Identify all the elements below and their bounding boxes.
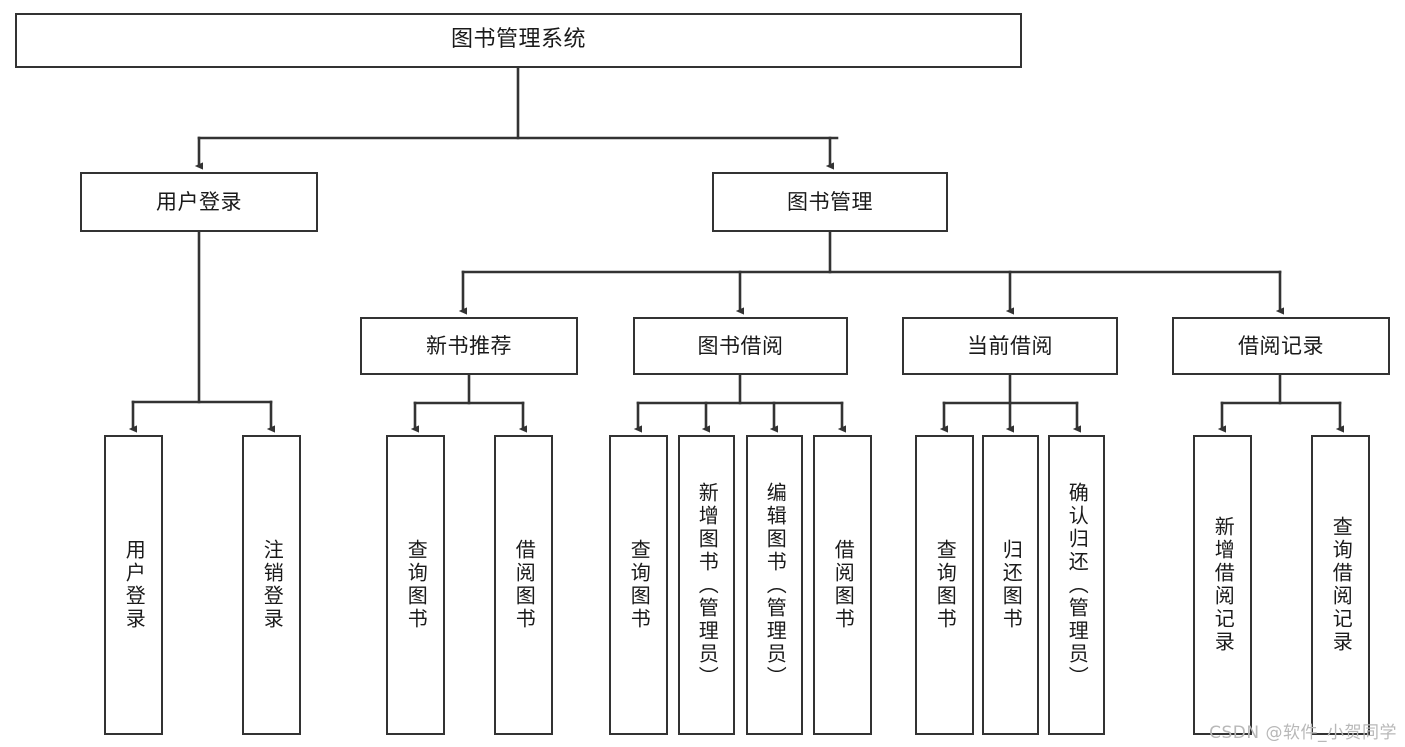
node-label: 新增图书（管理员） xyxy=(695,481,720,689)
node-label: 新增借阅记录 xyxy=(1211,516,1236,654)
node-user-login[interactable]: 用户登录 xyxy=(80,172,318,232)
node-label: 用户登录 xyxy=(122,539,147,631)
node-label: 注销登录 xyxy=(260,539,285,631)
node-label: 编辑图书（管理员） xyxy=(763,481,788,689)
leaf-book-borrow-edit[interactable]: 编辑图书（管理员） xyxy=(746,435,803,735)
node-book-borrow[interactable]: 图书借阅 xyxy=(633,317,848,375)
node-label: 借阅记录 xyxy=(1238,333,1324,358)
leaf-user-login-logout[interactable]: 注销登录 xyxy=(242,435,301,735)
leaf-user-login-login[interactable]: 用户登录 xyxy=(104,435,163,735)
node-label: 用户登录 xyxy=(156,189,242,214)
node-label: 查询借阅记录 xyxy=(1329,516,1354,654)
node-label: 图书管理 xyxy=(787,189,873,214)
node-label: 图书借阅 xyxy=(697,333,784,358)
leaf-current-borrow-return[interactable]: 归还图书 xyxy=(982,435,1039,735)
leaf-book-borrow-borrow[interactable]: 借阅图书 xyxy=(813,435,872,735)
node-current-borrow[interactable]: 当前借阅 xyxy=(902,317,1118,375)
leaf-borrow-record-query[interactable]: 查询借阅记录 xyxy=(1311,435,1370,735)
node-label: 新书推荐 xyxy=(426,333,512,358)
node-label: 借阅图书 xyxy=(831,539,856,631)
node-label: 图书管理系统 xyxy=(450,27,586,53)
leaf-current-borrow-confirm-return[interactable]: 确认归还（管理员） xyxy=(1048,435,1105,735)
leaf-book-borrow-add[interactable]: 新增图书（管理员） xyxy=(678,435,735,735)
node-borrow-record[interactable]: 借阅记录 xyxy=(1172,317,1390,375)
leaf-book-borrow-query[interactable]: 查询图书 xyxy=(609,435,668,735)
node-label: 确认归还（管理员） xyxy=(1065,481,1090,689)
leaf-borrow-record-add[interactable]: 新增借阅记录 xyxy=(1193,435,1252,735)
node-label: 查询图书 xyxy=(404,539,429,631)
node-label: 查询图书 xyxy=(627,539,652,631)
node-label: 归还图书 xyxy=(999,539,1024,631)
node-root-system[interactable]: 图书管理系统 xyxy=(15,13,1022,68)
leaf-current-borrow-query[interactable]: 查询图书 xyxy=(915,435,974,735)
leaf-new-book-borrow[interactable]: 借阅图书 xyxy=(494,435,553,735)
node-book-management[interactable]: 图书管理 xyxy=(712,172,948,232)
node-label: 借阅图书 xyxy=(512,539,537,631)
leaf-new-book-query[interactable]: 查询图书 xyxy=(386,435,445,735)
node-new-book-recommend[interactable]: 新书推荐 xyxy=(360,317,578,375)
node-label: 查询图书 xyxy=(933,539,958,631)
node-label: 当前借阅 xyxy=(967,333,1053,358)
